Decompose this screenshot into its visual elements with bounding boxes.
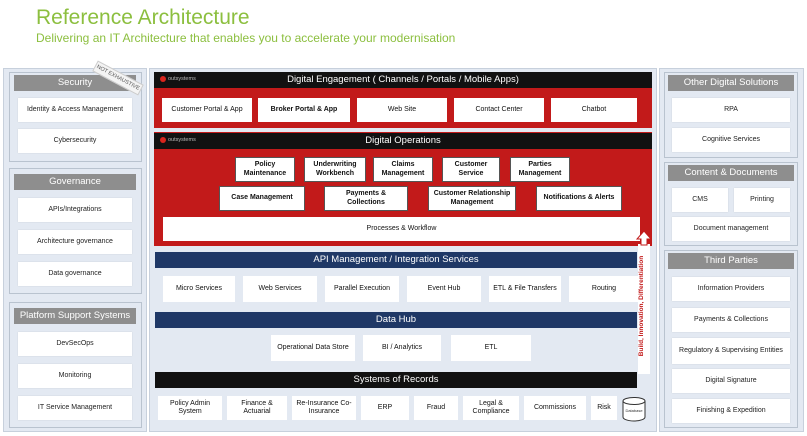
contact-center-card: Contact Center — [454, 98, 544, 122]
identity-access-management-card: Identity & Access Management — [18, 98, 132, 122]
notifications-alerts-card: Notifications & Alerts — [536, 186, 622, 211]
erp-card: ERP — [361, 396, 409, 420]
governance-header: Governance — [14, 174, 136, 190]
engagement-logo-text: outsystems — [168, 76, 196, 82]
other-digital-solutions-header: Other Digital Solutions — [668, 75, 794, 91]
vertical-label-bar — [638, 244, 650, 374]
center-panel — [149, 68, 657, 432]
parties-management-card: Parties Management — [510, 157, 570, 182]
digital-operations-header: Digital Operations — [154, 133, 652, 149]
etl-file-transfers-card: ETL & File Transfers — [489, 276, 561, 302]
web-site-card: Web Site — [357, 98, 447, 122]
page-subtitle: Delivering an IT Architecture that enabl… — [36, 31, 456, 45]
underwriting-workbench-card: Underwriting Workbench — [304, 157, 366, 182]
operations-logo: outsystems — [160, 137, 196, 143]
document-management-card: Document management — [672, 217, 790, 241]
policy-admin-system-card: Policy Admin System — [158, 396, 222, 420]
finance-actuarial-card: Finance & Actuarial — [227, 396, 287, 420]
bi-analytics-card: BI / Analytics — [363, 335, 441, 361]
it-service-management-card: IT Service Management — [18, 396, 132, 420]
apis-integrations-card: APIs/Integrations — [18, 198, 132, 222]
systems-of-records-header: Systems of Records — [155, 372, 637, 388]
api-management-header: API Management / Integration Services — [155, 252, 637, 268]
security-header: Security — [14, 75, 136, 91]
content-documents-header: Content & Documents — [668, 165, 794, 181]
up-arrow-icon — [636, 230, 652, 246]
architecture-governance-card: Architecture governance — [18, 230, 132, 254]
claims-management-card: Claims Management — [373, 157, 433, 182]
information-providers-card: Information Providers — [672, 277, 790, 301]
payments-collections-card: Payments & Collections — [324, 186, 408, 211]
micro-services-card: Micro Services — [163, 276, 235, 302]
monitoring-card: Monitoring — [18, 364, 132, 388]
regulatory-supervising-card: Regulatory & Supervising Entities — [672, 338, 790, 364]
operational-data-store-card: Operational Data Store — [271, 335, 355, 361]
cms-card: CMS — [672, 188, 728, 212]
payments-collections-third-party-card: Payments & Collections — [672, 308, 790, 332]
platform-support-header: Platform Support Systems — [14, 308, 136, 324]
engagement-logo: outsystems — [160, 76, 196, 82]
customer-portal-app-card: Customer Portal & App — [162, 98, 252, 122]
chatbot-card: Chatbot — [551, 98, 637, 122]
risk-card: Risk — [591, 396, 617, 420]
data-hub-header: Data Hub — [155, 312, 637, 328]
database-label: Database — [625, 408, 643, 413]
data-governance-card: Data governance — [18, 262, 132, 286]
cybersecurity-card: Cybersecurity — [18, 129, 132, 153]
rpa-card: RPA — [672, 98, 790, 122]
web-services-card: Web Services — [243, 276, 317, 302]
case-management-card: Case Management — [219, 186, 305, 211]
devsecops-card: DevSecOps — [18, 332, 132, 356]
etl-card: ETL — [451, 335, 531, 361]
processes-workflow-bar: Processes & Workflow — [163, 217, 640, 241]
event-hub-card: Event Hub — [407, 276, 481, 302]
cognitive-services-card: Cognitive Services — [672, 128, 790, 152]
policy-maintenance-card: Policy Maintenance — [235, 157, 295, 182]
database-icon: Database — [622, 397, 646, 422]
commissions-card: Commissions — [524, 396, 586, 420]
operations-logo-text: outsystems — [168, 137, 196, 143]
customer-service-card: Customer Service — [442, 157, 500, 182]
legal-compliance-card: Legal & Compliance — [463, 396, 519, 420]
finishing-expedition-card: Finishing & Expedition — [672, 399, 790, 423]
broker-portal-app-card: Broker Portal & App — [258, 98, 350, 122]
printing-card: Printing — [734, 188, 790, 212]
digital-signature-card: Digital Signature — [672, 369, 790, 393]
build-innovation-differentiation-label: Build, Innovation, Differentiation — [638, 255, 645, 357]
page-title: Reference Architecture — [36, 6, 250, 29]
digital-engagement-header: Digital Engagement ( Channels / Portals … — [154, 72, 652, 88]
fraud-card: Fraud — [414, 396, 458, 420]
parallel-execution-card: Parallel Execution — [325, 276, 399, 302]
third-parties-header: Third Parties — [668, 253, 794, 269]
customer-relationship-management-card: Customer Relationship Management — [428, 186, 516, 211]
reinsurance-coinsurance-card: Re-Insurance Co-Insurance — [292, 396, 356, 420]
routing-card: Routing — [569, 276, 639, 302]
